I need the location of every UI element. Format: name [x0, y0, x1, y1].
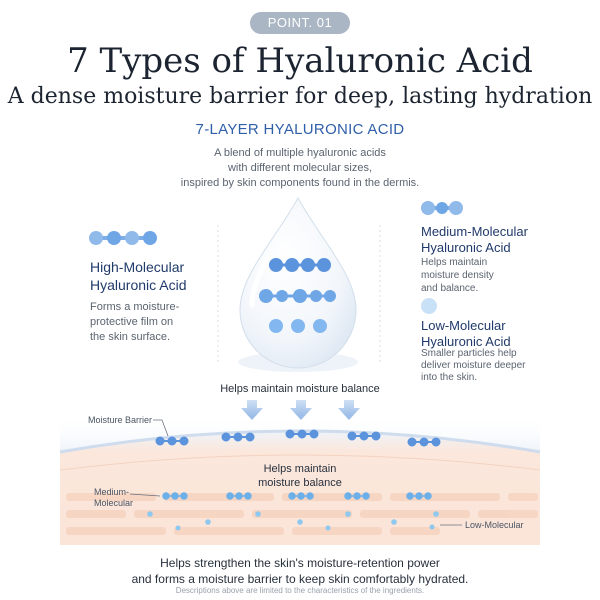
medium-molecular-label: Medium- Molecular: [94, 487, 133, 509]
low-skin-molecules: [147, 511, 439, 531]
heading-line: Low-Molecular: [421, 318, 506, 333]
moisture-barrier-label: Moisture Barrier: [88, 415, 153, 425]
page-subtitle: A dense moisture barrier for deep, lasti…: [7, 84, 593, 109]
heading-line: Hyaluronic Acid: [421, 240, 511, 255]
caption-line: Helps maintain: [263, 463, 337, 475]
desc-line: into the skin.: [421, 372, 478, 383]
desc-line: moisture density: [421, 270, 494, 281]
desc-line: the skin surface.: [90, 331, 171, 343]
high-molecular-description: Forms a moisture- protective film on the…: [90, 300, 179, 345]
down-arrow-icon: [338, 400, 360, 420]
heading-line: Medium-Molecular: [421, 224, 528, 239]
label-line: Medium-: [94, 487, 130, 497]
intro-line: with different molecular sizes,: [227, 162, 373, 174]
footer-line: Helps strengthen the skin's moisture-ret…: [160, 556, 440, 570]
disclaimer: Descriptions above are limited to the ch…: [175, 586, 425, 595]
intro-line: A blend of multiple hyaluronic acids: [214, 147, 386, 159]
medium-molecular-heading: Medium-Molecular Hyaluronic Acid: [421, 224, 528, 256]
high-molecular-heading: High-Molecular Hyaluronic Acid: [90, 258, 187, 294]
desc-line: and balance.: [421, 283, 479, 294]
mid-balance-caption: Helps maintain moisture balance: [0, 462, 600, 490]
medium-molecular-leader: [129, 493, 161, 497]
top-balance-caption: Helps maintain moisture balance: [220, 383, 380, 395]
heading-line: Hyaluronic Acid: [421, 334, 511, 349]
heading-line: High-Molecular: [90, 259, 185, 275]
desc-line: Smaller particles help: [421, 348, 517, 359]
low-molecule-icon: [421, 298, 437, 314]
medium-molecular-description: Helps maintain moisture density and bala…: [421, 256, 494, 295]
desc-line: Helps maintain: [421, 257, 488, 268]
section-intro: A blend of multiple hyaluronic acids wit…: [150, 146, 450, 191]
desc-line: protective film on: [90, 316, 174, 328]
heading-line: Hyaluronic Acid: [90, 277, 187, 293]
caption-line: moisture balance: [258, 477, 342, 489]
high-molecule-icon: [89, 231, 157, 245]
medium-molecule-icon: [421, 201, 463, 215]
droplet-medium-molecule-icon: [259, 289, 336, 303]
barrier-molecules: [155, 429, 441, 447]
label-line: Molecular: [94, 498, 134, 508]
page-title: 7 Types of Hyaluronic Acid: [67, 41, 533, 81]
droplet-low-molecule-icon: [269, 319, 327, 333]
droplet-high-molecule-icon: [269, 258, 331, 272]
point-badge: POINT. 01: [250, 12, 350, 34]
desc-line: deliver moisture deeper: [421, 360, 526, 371]
footer-line: and forms a moisture barrier to keep ski…: [131, 572, 469, 586]
water-droplet-icon: [238, 196, 358, 372]
low-molecular-label: Low-Molecular: [465, 520, 524, 530]
down-arrow-icon: [290, 400, 312, 420]
medium-skin-molecules: [162, 492, 432, 500]
moisture-barrier-leader: [153, 419, 169, 437]
low-molecular-description: Smaller particles help deliver moisture …: [421, 348, 526, 384]
low-molecular-heading: Low-Molecular Hyaluronic Acid: [421, 318, 511, 350]
footer-summary: Helps strengthen the skin's moisture-ret…: [0, 555, 600, 587]
desc-line: Forms a moisture-: [90, 301, 180, 313]
section-title: 7-LAYER HYALURONIC ACID: [195, 121, 405, 138]
intro-line: inspired by skin components found in the…: [180, 177, 420, 189]
down-arrow-icon: [241, 400, 263, 420]
